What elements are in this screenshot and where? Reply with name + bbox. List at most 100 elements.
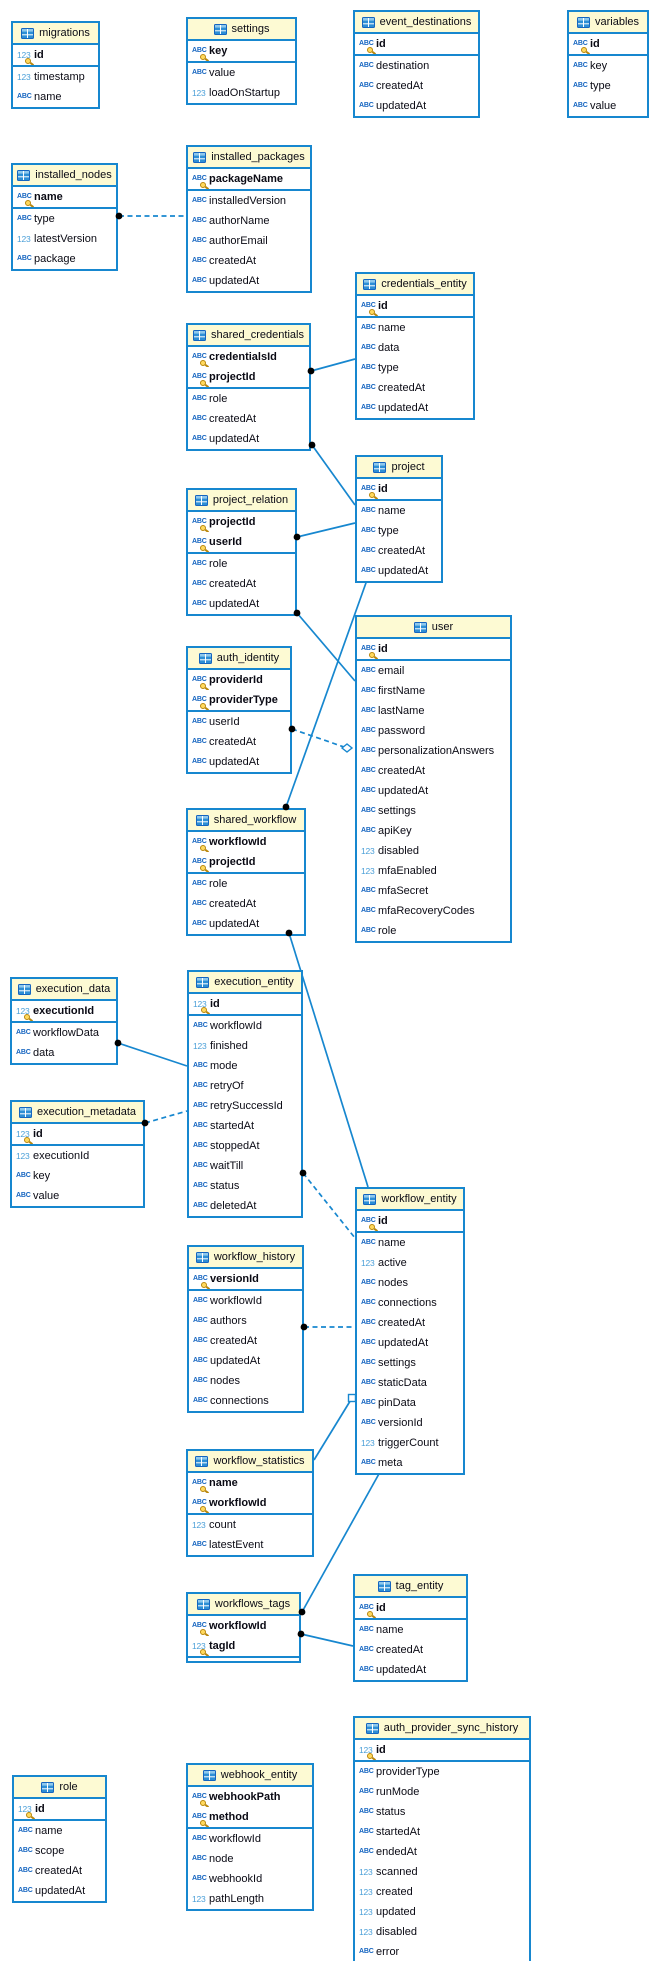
table-header[interactable]: auth_identity bbox=[188, 648, 290, 670]
table-header[interactable]: execution_metadata bbox=[12, 1102, 143, 1124]
table-header[interactable]: auth_provider_sync_history bbox=[355, 1718, 529, 1740]
table-header[interactable]: workflows_tags bbox=[188, 1594, 299, 1616]
table-header[interactable]: webhook_entity bbox=[188, 1765, 312, 1787]
table-header[interactable]: project bbox=[357, 457, 441, 479]
relation-shared_credentials-project[interactable] bbox=[311, 444, 356, 506]
table-header[interactable]: shared_workflow bbox=[188, 810, 304, 832]
table-header[interactable]: user bbox=[357, 617, 510, 639]
table-header[interactable]: migrations bbox=[13, 23, 98, 45]
relation-workflow_entity-workflows_tags[interactable] bbox=[301, 1471, 381, 1613]
table-header[interactable]: installed_packages bbox=[188, 147, 310, 169]
table-header[interactable]: workflow_entity bbox=[357, 1189, 463, 1211]
table-header[interactable]: event_destinations bbox=[355, 12, 478, 34]
table-header[interactable]: workflow_history bbox=[189, 1247, 302, 1269]
relation-auth_identity-user[interactable] bbox=[291, 728, 348, 749]
table-header[interactable]: workflow_statistics bbox=[188, 1451, 312, 1473]
table-header[interactable]: credentials_entity bbox=[357, 274, 473, 296]
table-header[interactable]: shared_credentials bbox=[188, 325, 309, 347]
